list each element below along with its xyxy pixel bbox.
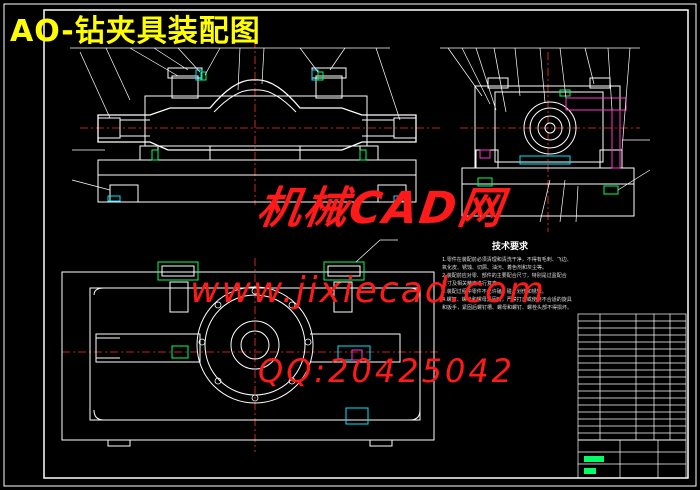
tech-requirement-line: 氧化皮、锈蚀、切屑、油污、着色剂和灰尘等。	[442, 265, 548, 271]
tech-requirement-line: 1.零件在装配前必须清理和清洗干净，不得有毛刺、飞边、	[442, 257, 572, 263]
front-view	[70, 40, 440, 205]
drawing-title: AO-钻夹具装配图	[10, 14, 261, 49]
tech-requirement-line: 和扳手，紧固后螺钉槽、螺母和螺钉、螺栓头部不得损坏。	[442, 305, 573, 311]
drawing-frame	[3, 3, 697, 487]
tech-requirement-line: 2.装配前应对零、部件的主要配合尺寸，特别是过盈配合	[442, 273, 567, 279]
drawing-border	[43, 9, 689, 479]
tech-requirement-line: 4.螺钉、螺栓和螺母紧固时，严禁打击或使用不合适的旋具	[442, 297, 572, 303]
watermark-qq: QQ:20425042	[258, 352, 516, 390]
tech-requirement-line: 3.装配过程中零件不允许磕、碰、划伤和锈蚀。	[442, 289, 547, 295]
side-view	[440, 47, 651, 232]
plan-view	[61, 239, 440, 452]
tech-requirement-line: 尺寸及相关精度进行复查。	[442, 281, 503, 287]
watermark-url: www.jixiecad.com	[190, 270, 546, 311]
tech-requirements-heading: 技术要求	[492, 242, 529, 252]
watermark-site-name: 机械CAD网	[253, 183, 508, 234]
parts-list-table	[577, 313, 687, 479]
